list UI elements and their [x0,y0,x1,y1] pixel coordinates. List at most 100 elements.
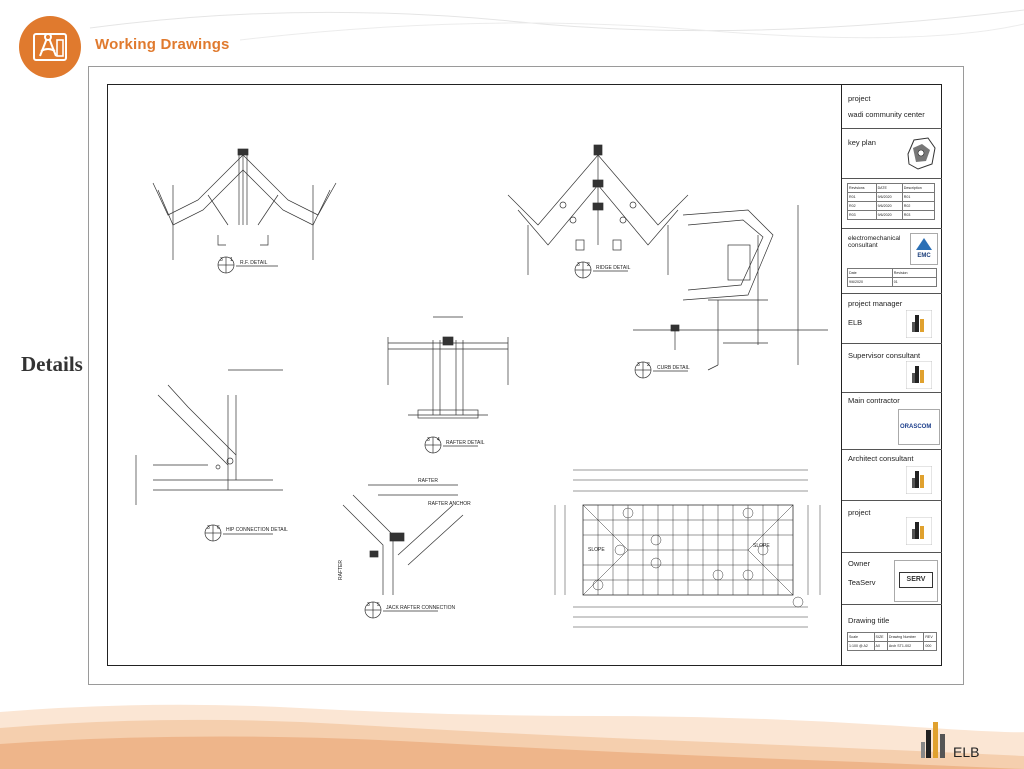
detail-curb-title: CURB DETAIL [657,365,690,371]
sheet-header: Drawing Number [886,632,925,642]
detail-4-sheet: 3 [427,437,430,443]
date-cell: 01 [891,277,938,287]
detail-6-sheet: 3 [207,525,210,531]
section-label: Details [21,352,83,376]
detail-1-sheet: 3 [220,257,223,263]
detail-jack-rafter-drawing [342,484,464,619]
detail-2-title: RIDGE DETAIL [596,265,631,271]
note-slope-right: SLOPE [753,543,770,549]
tb-key-plan-label: key plan [848,138,876,147]
tb-electromech-label: electromechanical consultant [848,235,901,249]
tb-project-cell: project wadi community center [842,85,942,129]
rev-cell: R03 [901,210,936,220]
detail-5-num: 5 [377,602,380,608]
detail-1-num: 1 [230,257,233,263]
tb-owner-cell: Owner TeaServ SERV [842,552,942,605]
elb-logo-icon [906,466,932,494]
rev-header: Description [901,183,936,193]
sheet-cell: A0 [873,641,888,651]
tb-drawing-title-cell: Drawing title Scale SIZE Drawing Number … [842,604,942,665]
sheet-header: SIZE [873,632,888,642]
teaserv-logo-text: SERV [899,572,933,588]
emc-logo: EMC [910,233,938,265]
detail-2-num: 2 [587,262,590,268]
date-table: Date Revision 9/6/2020 01 [847,268,938,287]
elb-brand-logo [921,722,945,758]
rev-cell: 9/6/2020 [875,210,903,220]
tb-electromech-cell: electromechanical consultant EMC Date Re… [842,228,942,294]
tb-supervisor-cell: Supervisor consultant [842,343,942,393]
tb-contractor-cell: Main contractor ORASCOM [842,392,942,450]
roof-plan-drawing [554,469,821,628]
header-badge [19,16,81,78]
tb-revisions-cell: Revisions DATE Description R01 9/6/2020 … [842,178,942,229]
tb-architect-cell: Architect consultant [842,449,942,501]
tb-project2-cell: project [842,500,942,553]
detail-rafter-drawing [387,316,509,454]
detail-ridge-drawing [507,144,689,279]
rev-header: DATE [875,183,903,193]
tb-owner-name: TeaServ [848,578,876,587]
tb-drawing-title-label: Drawing title [848,616,890,625]
sheet-header: REV [923,632,937,642]
rev-cell: R02 [847,201,877,211]
orascom-logo: ORASCOM [898,409,940,445]
tb-project-name: wadi community center [848,110,925,119]
drawing-sheet: 1 3 R.F. DETAIL 2 3 RIDGE DETAIL [107,84,942,666]
sheet-cell: Arch ST1-002 [886,641,925,651]
detail-4-title: RAFTER DETAIL [446,440,485,446]
emc-logo-icon [916,238,932,250]
detail-4-num: 4 [437,437,440,443]
rev-cell: R03 [847,210,877,220]
tb-project-label: project [848,94,871,103]
elb-logo-icon [906,517,932,545]
drafting-tools-icon [33,33,67,61]
elb-logo-icon [906,310,932,338]
rev-cell: R01 [847,192,877,202]
tb-pm-cell: project manager ELB [842,293,942,344]
detail-curb-drawing [633,205,828,379]
detail-6-num: 6 [217,525,220,531]
tb-contractor-label: Main contractor [848,396,900,405]
tb-supervisor-label: Supervisor consultant [848,351,921,360]
sheet-info-table: Scale SIZE Drawing Number REV 1:100 @ A2… [847,632,937,651]
rev-cell: 9/6/2020 [875,201,903,211]
detail-curb-num: 2 [647,362,650,368]
sheet-cell: 1:100 @ A2 [847,641,875,651]
tb-architect-label: Architect consultant [848,454,914,463]
detail-5-title: JACK RAFTER CONNECTION [386,605,456,611]
tb-pm-label: project manager [848,299,903,308]
date-cell: 9/6/2020 [847,277,893,287]
note-rafter-top: RAFTER [418,478,438,484]
teaserv-logo: SERV [894,560,938,602]
note-rafter-anchor: RAFTER ANCHOR [428,501,471,507]
brand-name: ELB [953,744,980,760]
elb-logo-icon [906,361,932,389]
tb-key-plan-cell: key plan [842,128,942,179]
rev-cell: R01 [901,192,936,202]
tb-owner-label: Owner [848,559,871,568]
detail-5-sheet: 3 [367,602,370,608]
sheet-cell: 000 [923,641,937,651]
detail-6-title: HIP CONNECTION DETAIL [226,527,288,533]
date-header: Date [847,268,893,278]
note-slope-left: SLOPE [588,547,605,553]
revisions-table: Revisions DATE Description R01 9/6/2020 … [847,183,936,220]
emc-logo-text: EMC [917,253,931,259]
rev-header: Revisions [847,183,877,193]
title-block: project wadi community center key plan R… [841,85,942,665]
tb-pm-name: ELB [848,318,863,327]
detail-2-sheet: 3 [577,262,580,268]
rev-cell: R02 [901,201,936,211]
page-title: Working Drawings [95,36,230,53]
detail-drawings: 1 3 R.F. DETAIL 2 3 RIDGE DETAIL [135,144,828,628]
note-rafter-side: RAFTER [338,560,344,580]
orascom-logo-text: ORASCOM [900,424,932,430]
date-header: Revision [891,268,938,278]
detail-curb-sheet: 3 [637,362,640,368]
key-plan-icon [907,137,936,170]
detail-hip-drawing [135,369,283,542]
detail-rf-drawing [152,148,337,274]
sheet-header: Scale [847,632,875,642]
tb-project2-label: project [848,508,871,517]
